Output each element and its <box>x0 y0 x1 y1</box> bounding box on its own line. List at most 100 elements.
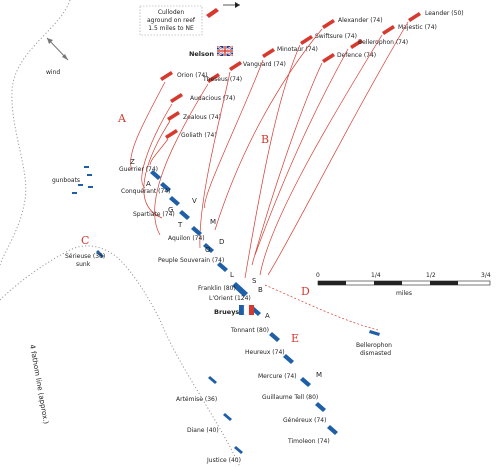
ship-label: Généreux (74) <box>283 417 326 424</box>
ship-label: Mercure (74) <box>258 373 297 380</box>
anchor-letter: V <box>192 197 197 205</box>
ship-label-sunk: sunk <box>76 261 91 268</box>
gunboats-icon <box>72 166 93 194</box>
ship-label: Bellerophon (74) <box>358 39 408 46</box>
union-flag-icon <box>216 45 234 57</box>
phase-label: B <box>261 133 269 146</box>
anchor-letter: M <box>316 371 322 379</box>
french-ship <box>179 210 190 220</box>
gunboats-label: gunboats <box>52 177 80 184</box>
ship-label: Goliath (74) <box>181 132 217 139</box>
phase-label: C <box>81 234 89 247</box>
anchor-letter: B <box>258 286 263 294</box>
shoal-line <box>0 245 241 467</box>
ship-label: Heureux (74) <box>245 349 285 356</box>
culloden-line-1: Culloden <box>158 9 184 16</box>
anchor-letter: M <box>210 218 216 226</box>
anchor-letter: Z <box>130 158 135 166</box>
british-ship <box>160 71 173 81</box>
french-ship <box>203 243 214 253</box>
british-ship <box>170 93 183 103</box>
scale-unit: miles <box>396 290 412 297</box>
brueys-label: Brueys <box>214 308 239 316</box>
british-ship <box>408 12 421 22</box>
culloden-arrowhead <box>235 2 240 8</box>
british-squadron: Leander (50) Alexander (74) Majestic (74… <box>160 10 464 139</box>
ship-label: Spartiate (74) <box>133 211 175 218</box>
british-ship <box>262 48 275 58</box>
phase-label: D <box>301 285 310 298</box>
french-ship <box>217 262 228 272</box>
ship-label: Swiftsure (74) <box>315 33 357 40</box>
french-frigate-sunk <box>96 250 104 258</box>
anchor-letter: D <box>219 238 224 246</box>
ship-label: L'Orient (124) <box>209 295 251 302</box>
ship-label: Franklin (80) <box>198 285 236 292</box>
anchor-letter: S <box>252 277 257 285</box>
bellerophon-dismasted-icon <box>369 330 380 336</box>
french-flag-icon <box>239 304 254 316</box>
british-ship <box>229 61 242 71</box>
british-ship <box>165 129 178 139</box>
french-frigate <box>234 446 243 454</box>
anchor-letters: Z A G V T M O D L S B A M <box>130 158 322 379</box>
french-ship <box>283 354 294 364</box>
phase-label: A <box>117 112 127 125</box>
coastline-top <box>0 0 71 266</box>
ship-label: Theseus (74) <box>202 76 242 83</box>
bellerophon-label-1: Bellerophon <box>356 342 392 349</box>
ship-label: Defence (74) <box>337 52 376 59</box>
culloden-box <box>139 5 203 36</box>
british-ship <box>322 19 335 29</box>
ship-label: Alexander (74) <box>338 17 383 24</box>
scale-tick: 1/4 <box>371 272 381 279</box>
shoal-label: 4 fathom line (approx.) <box>28 344 50 425</box>
french-frigate <box>208 376 217 384</box>
ship-label: Diane (40) <box>187 427 219 434</box>
french-ship <box>300 377 311 387</box>
ship-label: Aquilon (74) <box>168 235 205 242</box>
french-labels: Guerrier (74) Conquérant (74) Spartiate … <box>65 166 392 464</box>
french-flagship <box>232 282 248 297</box>
scale-tick: 0 <box>316 272 320 279</box>
anchor-letter: A <box>265 312 270 320</box>
ship-label: Guerrier (74) <box>119 166 158 173</box>
ship-label: Vanguard (74) <box>243 61 286 68</box>
anchor-letter: T <box>177 221 183 229</box>
anchor-letter: G <box>168 206 173 214</box>
scale-bar <box>317 280 491 286</box>
ship-label: Orion (74) <box>177 72 208 79</box>
wind-label: wind <box>46 69 60 76</box>
ship-label: Audacious (74) <box>190 95 235 102</box>
french-ship <box>315 402 326 412</box>
ship-label: Zealous (74) <box>183 114 221 121</box>
anchor-letter: L <box>230 271 234 279</box>
ship-label: Artémise (36) <box>176 396 217 403</box>
british-ship <box>350 39 363 49</box>
ship-label: Majestic (74) <box>398 24 437 31</box>
ship-label: Sérieuse (36) <box>65 253 105 260</box>
culloden-line-3: 1.5 miles to NE <box>148 25 194 32</box>
bellerophon-label-2: dismasted <box>360 350 391 357</box>
french-ship <box>150 170 161 180</box>
ship-label: Conquérant (74) <box>121 188 171 195</box>
british-ship <box>322 53 335 63</box>
culloden-line-2: aground on reef <box>147 17 196 24</box>
ship-label: Peuple Souverain (74) <box>158 257 224 264</box>
phase-label: E <box>291 332 299 345</box>
ship-label: Justice (40) <box>206 457 241 464</box>
british-ship-culloden <box>206 8 219 18</box>
british-ship <box>167 111 180 121</box>
ship-label: Minotaur (74) <box>277 46 318 53</box>
french-frigate <box>223 413 232 421</box>
scale-tick: 1/2 <box>426 272 436 279</box>
scale-tick: 3/4 <box>481 272 491 279</box>
wind-arrow <box>46 37 69 61</box>
french-ship <box>191 226 202 236</box>
french-ship <box>169 196 180 206</box>
ship-label: Leander (50) <box>425 10 464 17</box>
ship-label: Timoleon (74) <box>287 438 330 445</box>
british-ship <box>382 25 395 35</box>
